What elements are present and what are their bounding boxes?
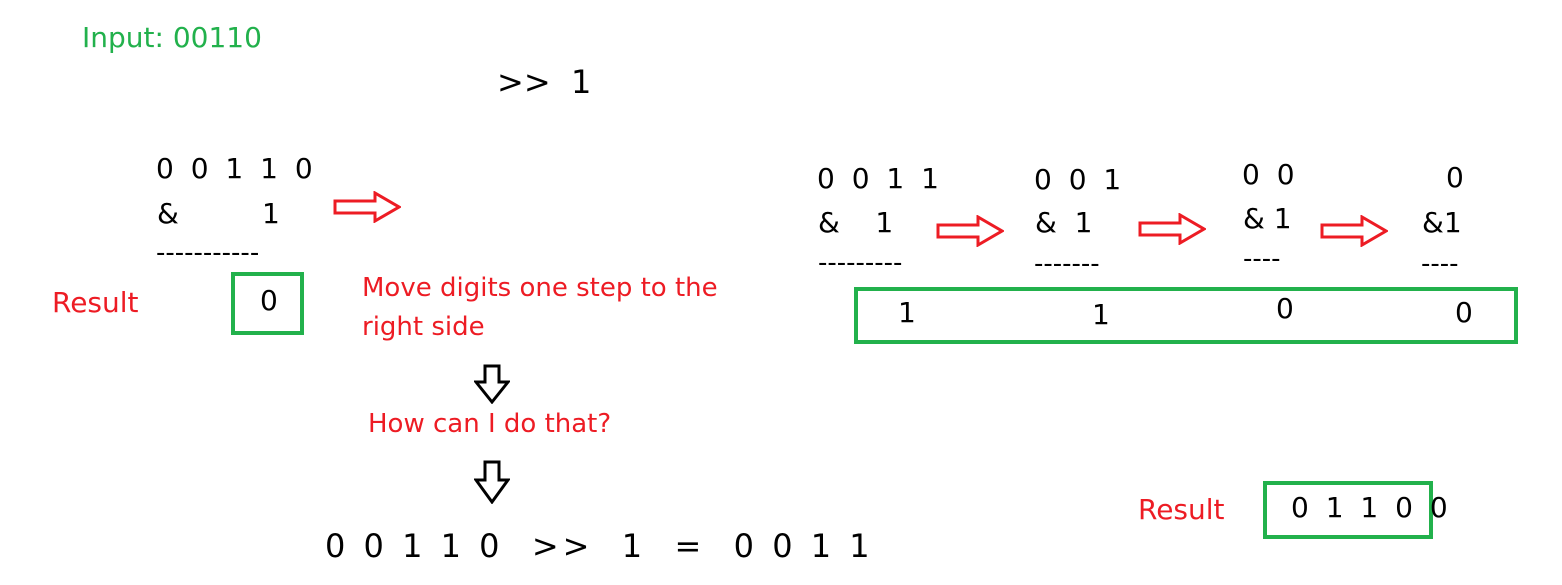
step-1-bottom: & 1 [818,206,894,239]
right-arrow-icon [1320,215,1388,247]
final-result-value: 0 1 1 0 0 [1291,491,1452,524]
right-arrow-icon [936,215,1004,247]
step-4-result: 0 [1455,296,1473,329]
right-arrow-icon [333,191,401,223]
step-2-bottom: & 1 [1035,206,1093,239]
left-divider-dashes: ----------- [156,238,260,268]
step-1-result: 1 [898,296,916,329]
final-result-box: 0 1 1 0 0 [1263,481,1448,539]
step-results-box: 1 1 0 0 [854,287,1518,344]
final-result-label: Result [1138,493,1225,526]
left-result-value: 0 [260,284,278,317]
down-arrow-icon [474,460,510,504]
left-mask-one: 1 [262,197,280,230]
step-4-bottom: &1 [1422,206,1462,239]
step-3-result: 0 [1276,292,1294,325]
step-1-dashes: --------- [818,248,903,278]
step-2-top: 0 0 1 [1034,163,1126,196]
explanation-line-2: right side [362,312,485,342]
shift-equation: 0 0 1 1 0 >> 1 = 0 0 1 1 [325,527,874,565]
explanation-line-1: Move digits one step to the [362,273,718,303]
right-arrow-icon [1138,213,1206,245]
step-4-top: 0 [1446,161,1464,194]
step-3-top: 0 0 [1242,158,1299,191]
down-arrow-icon [474,364,510,404]
question-text: How can I do that? [368,409,612,439]
step-3-bottom: & 1 [1243,202,1292,235]
left-operand-row: 0 0 1 1 0 [156,152,317,185]
step-2-dashes: ------- [1034,249,1100,279]
step-4-dashes: ---- [1421,249,1459,279]
input-label: Input: 00110 [82,21,262,54]
left-result-box: 0 [231,272,304,335]
left-result-label: Result [52,286,139,319]
shift-operator: >> 1 [497,63,592,101]
step-2-result: 1 [1092,298,1110,331]
left-and-symbol: & [157,197,179,230]
step-1-top: 0 0 1 1 [817,162,943,195]
step-3-dashes: ---- [1243,244,1281,274]
